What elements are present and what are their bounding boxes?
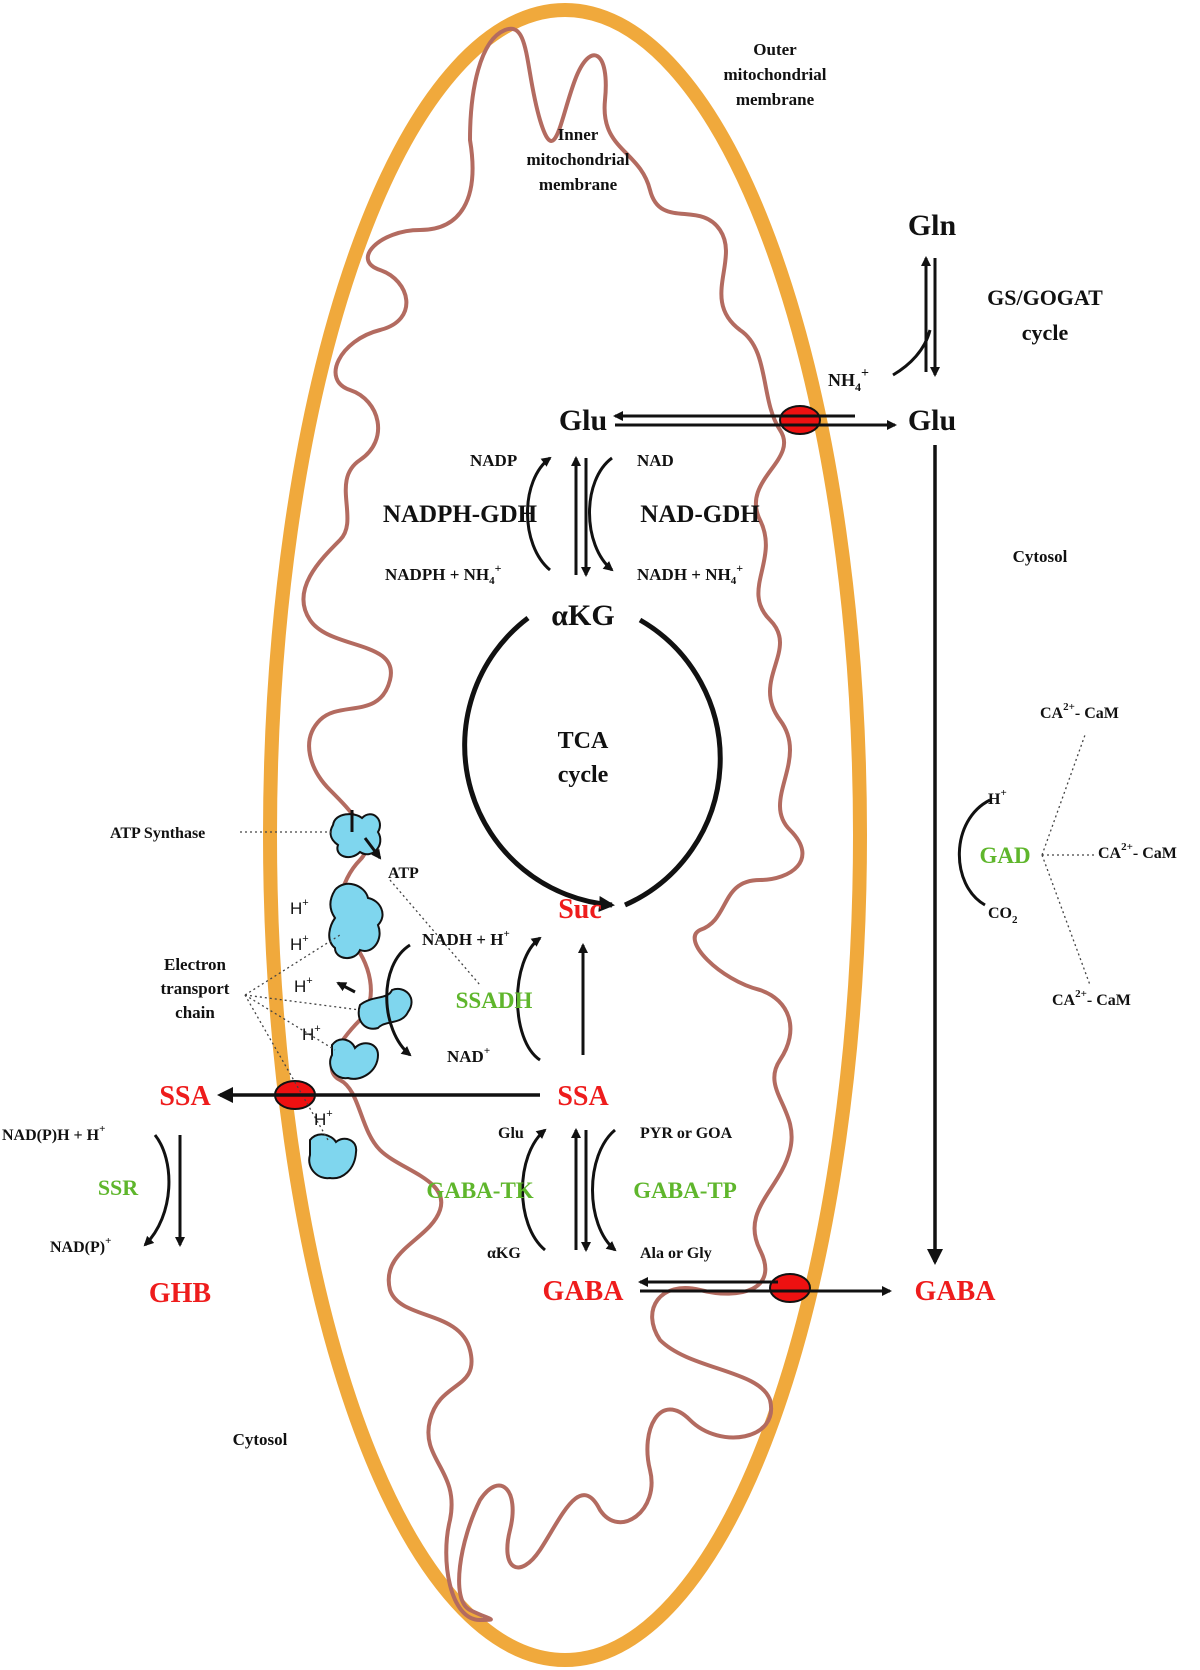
ca-cam-label-1: CA2+- CaM <box>1040 701 1119 722</box>
outer-membrane-label-2: mitochondrial <box>724 65 827 84</box>
etc-complex-4 <box>308 1133 358 1180</box>
nadph-h-label: NAD(P)H + H+ <box>2 1123 105 1144</box>
akg-label: αKG <box>551 599 614 632</box>
etc-complex-1 <box>328 882 384 959</box>
co2-label: CO2 <box>988 905 1018 926</box>
gaba-outer-label: GABA <box>915 1276 997 1307</box>
nad-label: NAD <box>637 451 674 470</box>
gs-gogat-label-2: cycle <box>1022 320 1069 345</box>
nadp-label: NADP <box>470 451 517 470</box>
suc-label: Suc <box>558 894 602 925</box>
tca-label-1: TCA <box>558 728 609 754</box>
ca-cam-label-3: CA2+- CaM <box>1052 988 1131 1009</box>
nadh-nh4-label: NADH + NH4+ <box>637 561 743 587</box>
nad-plus-label: NAD+ <box>447 1045 490 1066</box>
ssa-outer-label: SSA <box>159 1081 211 1112</box>
tca-label-2: cycle <box>558 762 609 788</box>
ala-gly-label: Ala or Gly <box>640 1245 712 1262</box>
atp-label: ATP <box>388 865 419 882</box>
tca-cycle-arrow-right <box>623 617 723 908</box>
etc-complex-2 <box>357 987 413 1030</box>
gad-h-label: H+ <box>988 787 1007 808</box>
inner-membrane-label-1: Inner <box>558 125 599 144</box>
glu-inner-label: Glu <box>559 404 607 437</box>
gaba-inner-label: GABA <box>543 1276 625 1307</box>
nadph-nh4-label: NADPH + NH4+ <box>385 561 502 587</box>
outer-membrane-label-1: Outer <box>753 40 797 59</box>
etc-h-3: H+ <box>294 975 313 996</box>
ssr-label: SSR <box>98 1175 139 1200</box>
nadph-gdh-label: NADPH-GDH <box>383 501 538 528</box>
etc-h-2: H+ <box>290 933 309 954</box>
glu-small-label: Glu <box>498 1125 524 1142</box>
ca-cam-label-2: CA2+- CaM <box>1098 841 1177 862</box>
gad-label: GAD <box>979 843 1030 868</box>
nh4-label: NH4+ <box>828 366 869 394</box>
etc-label-2: transport <box>161 979 230 998</box>
pyr-goa-label: PYR or GOA <box>640 1125 733 1142</box>
outer-membrane-label-3: membrane <box>736 90 815 109</box>
outer-membrane <box>263 3 867 1667</box>
ghb-label: GHB <box>149 1278 211 1309</box>
nad-gdh-label: NAD-GDH <box>640 501 760 528</box>
cytosol-left-label: Cytosol <box>233 1430 288 1449</box>
etc-complex-3 <box>329 1038 380 1080</box>
etc-h-5: H+ <box>314 1108 333 1129</box>
nadp-plus-label: NAD(P)+ <box>50 1235 111 1256</box>
etc-label-1: Electron <box>164 955 227 974</box>
inner-membrane-label-2: mitochondrial <box>527 150 630 169</box>
inner-membrane <box>301 26 805 1622</box>
gs-gogat-label-1: GS/GOGAT <box>987 285 1103 310</box>
glu-transporter <box>779 405 821 435</box>
ssa-inner-label: SSA <box>557 1081 609 1112</box>
etc-h-4: H+ <box>302 1023 321 1044</box>
gaba-tp-label: GABA-TP <box>633 1178 737 1203</box>
etc-label-3: chain <box>175 1003 215 1022</box>
glu-outer-label: Glu <box>908 404 956 437</box>
akg-small-label: αKG <box>487 1245 521 1262</box>
nadh-h-label: NADH + H+ <box>422 928 510 949</box>
gln-label: Gln <box>908 209 957 242</box>
atp-synthase-label: ATP Synthase <box>110 825 205 842</box>
tca-cycle-arrow-left <box>462 616 615 912</box>
gaba-tk-label: GABA-TK <box>426 1178 533 1203</box>
ssadh-label: SSADH <box>456 988 533 1013</box>
etc-h-1: H+ <box>290 897 309 918</box>
inner-membrane-label-3: membrane <box>539 175 618 194</box>
cytosol-right-label: Cytosol <box>1013 547 1068 566</box>
gaba-transporter <box>769 1273 811 1303</box>
